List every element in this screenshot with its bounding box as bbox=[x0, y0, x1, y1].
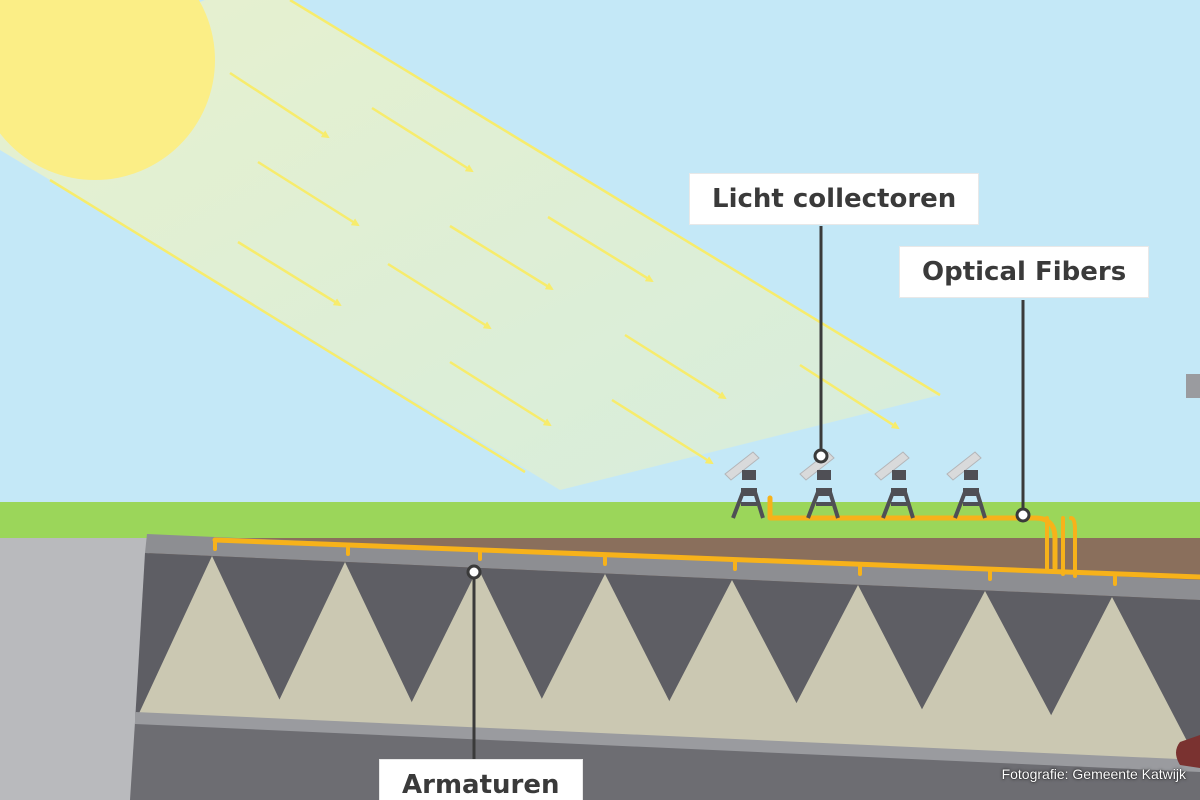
tunnel bbox=[130, 534, 1200, 800]
light-ray-arrow bbox=[371, 106, 474, 173]
light-collector-icon bbox=[874, 451, 915, 519]
light-collector-icon bbox=[724, 451, 765, 519]
fiber-tunnel-run bbox=[212, 537, 1200, 580]
light-ray-arrow bbox=[229, 71, 330, 139]
light-ray-arrow bbox=[624, 333, 727, 400]
light-cone bbox=[395, 568, 560, 736]
light-cone bbox=[645, 580, 820, 748]
light-rays bbox=[229, 71, 900, 465]
leader-lines bbox=[466, 226, 1031, 760]
road-embankment bbox=[0, 538, 150, 800]
light-ray-arrow bbox=[449, 360, 552, 427]
optical-fiber-network bbox=[212, 495, 1200, 586]
photo-credit: Fotografie: Gemeente Katwijk bbox=[1001, 766, 1186, 782]
light-ray-arrow bbox=[547, 215, 654, 283]
light-ray-arrow bbox=[449, 224, 554, 291]
leader-dot-armaturen bbox=[466, 564, 482, 580]
light-ray-arrow bbox=[799, 363, 900, 430]
grass-strip bbox=[0, 502, 1200, 540]
label-optical-fibers: Optical Fibers bbox=[900, 247, 1149, 297]
light-collector-icon bbox=[946, 451, 987, 519]
sun-icon bbox=[0, 0, 215, 180]
tunnel-road-edge bbox=[135, 712, 1200, 772]
light-cone bbox=[770, 585, 945, 754]
light-collectors bbox=[724, 451, 987, 519]
fiber-drops bbox=[213, 538, 1117, 586]
light-cone bbox=[520, 574, 690, 742]
tunnel-ceiling bbox=[145, 534, 1200, 600]
label-armaturen: Armaturen bbox=[380, 760, 582, 800]
edge-marker bbox=[1186, 374, 1200, 398]
light-cone bbox=[895, 591, 1075, 760]
light-cone bbox=[135, 556, 290, 722]
beam-edge-upper bbox=[289, 0, 941, 397]
leader-dot-collectors bbox=[813, 448, 829, 464]
light-cone bbox=[1025, 597, 1200, 766]
light-ray-arrow bbox=[387, 262, 492, 330]
light-cone bbox=[265, 562, 425, 730]
sunlight-beam bbox=[0, 0, 940, 490]
light-ray-arrow bbox=[237, 240, 342, 307]
edge-object bbox=[1176, 735, 1200, 768]
label-licht-collectoren: Licht collectoren bbox=[690, 174, 979, 224]
beam-edge-lower bbox=[49, 178, 526, 474]
light-ray-arrow bbox=[611, 398, 714, 465]
light-ray-arrow bbox=[257, 160, 360, 227]
light-cones bbox=[135, 556, 1200, 766]
fiber-bundle bbox=[1045, 516, 1077, 578]
leader-dot-fibers bbox=[1015, 507, 1031, 523]
